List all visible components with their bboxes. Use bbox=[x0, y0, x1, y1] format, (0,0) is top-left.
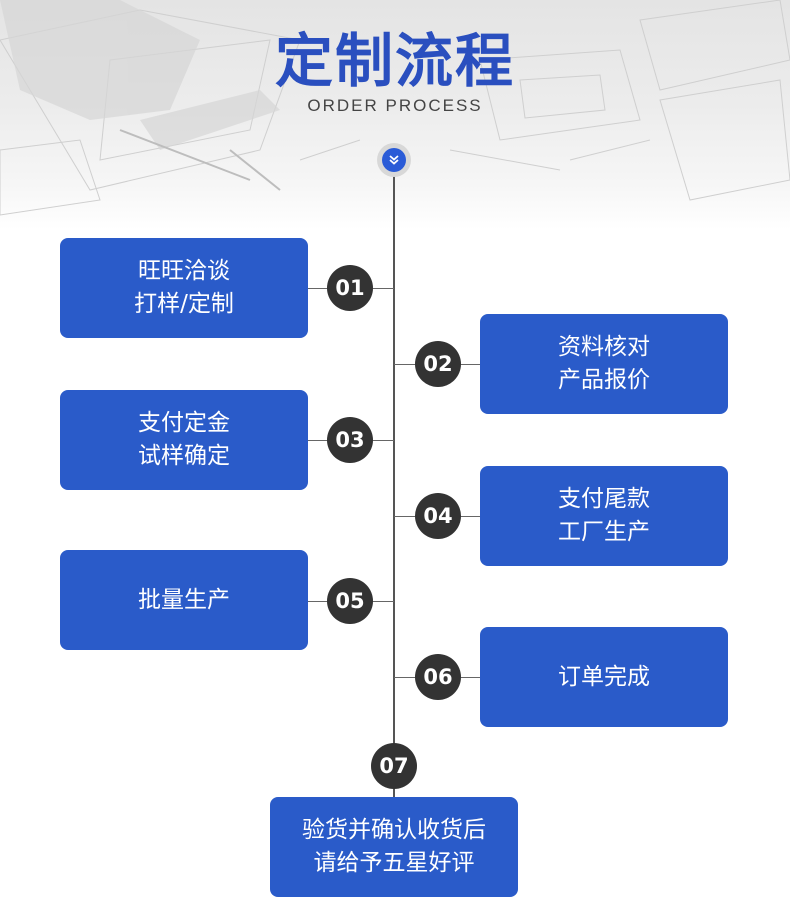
step-06-line-1: 订单完成 bbox=[558, 663, 650, 690]
step-06-box: 订单完成 bbox=[480, 627, 728, 727]
step-02-box: 资料核对 产品报价 bbox=[480, 314, 728, 414]
step-03-line-2: 试样确定 bbox=[138, 443, 230, 469]
timeline-line bbox=[393, 160, 395, 800]
step-03-box: 支付定金 试样确定 bbox=[60, 390, 308, 490]
step-04-line-1: 支付尾款 bbox=[558, 486, 650, 512]
step-02-number: 02 bbox=[415, 341, 461, 387]
drafting-background-illustration bbox=[0, 0, 790, 216]
step-01-number: 01 bbox=[327, 265, 373, 311]
step-05-box: 批量生产 bbox=[60, 550, 308, 650]
step-04-number: 04 bbox=[415, 493, 461, 539]
header-background bbox=[0, 0, 790, 230]
page-title: 定制流程 bbox=[274, 27, 515, 95]
step-04-box: 支付尾款 工厂生产 bbox=[480, 466, 728, 566]
step-07-line-1: 验货并确认收货后 bbox=[302, 817, 486, 843]
step-07-box: 验货并确认收货后 请给予五星好评 bbox=[270, 797, 518, 897]
step-07-number: 07 bbox=[371, 743, 417, 789]
step-07-line-2: 请给予五星好评 bbox=[313, 850, 475, 876]
step-03-line-1: 支付定金 bbox=[138, 410, 230, 436]
step-04-line-2: 工厂生产 bbox=[558, 519, 650, 545]
step-01-line-1: 旺旺洽谈 bbox=[138, 258, 230, 284]
step-05-number: 05 bbox=[327, 578, 373, 624]
step-02-line-1: 资料核对 bbox=[558, 334, 650, 360]
chevron-down-icon bbox=[389, 155, 399, 165]
timeline-start-marker bbox=[377, 143, 411, 177]
step-06-number: 06 bbox=[415, 654, 461, 700]
page-subtitle: ORDER PROCESS bbox=[307, 96, 483, 115]
step-03-number: 03 bbox=[327, 417, 373, 463]
step-01-line-2: 打样/定制 bbox=[134, 291, 234, 317]
step-05-line-1: 批量生产 bbox=[138, 586, 230, 613]
step-01-box: 旺旺洽谈 打样/定制 bbox=[60, 238, 308, 338]
step-02-line-2: 产品报价 bbox=[558, 367, 650, 393]
